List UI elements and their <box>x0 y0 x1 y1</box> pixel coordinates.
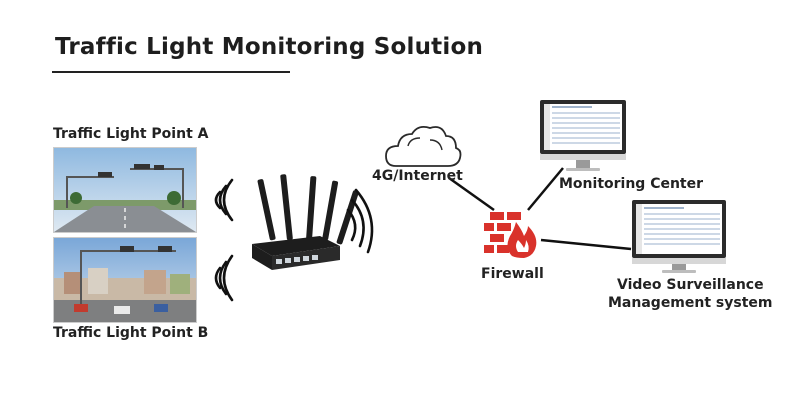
line-firewall-monitoring <box>527 167 564 211</box>
line-firewall-video <box>540 238 632 251</box>
traffic-light-photo-b <box>53 237 197 323</box>
firewall-label: Firewall <box>481 266 544 282</box>
line-internet-firewall <box>448 176 495 212</box>
monitoring-center-label: Monitoring Center <box>559 176 704 192</box>
page-title: Traffic Light Monitoring Solution <box>55 34 484 60</box>
point-a-label: Traffic Light Point A <box>53 126 209 142</box>
traffic-light-photo-a <box>53 147 197 233</box>
point-b-label: Traffic Light Point B <box>53 325 209 341</box>
video-surveillance-label-line1: Video Surveillance <box>617 277 764 293</box>
title-underline <box>52 71 290 73</box>
video-surveillance-label-line2: Management system <box>608 295 773 311</box>
internet-label: 4G/Internet <box>372 168 463 184</box>
